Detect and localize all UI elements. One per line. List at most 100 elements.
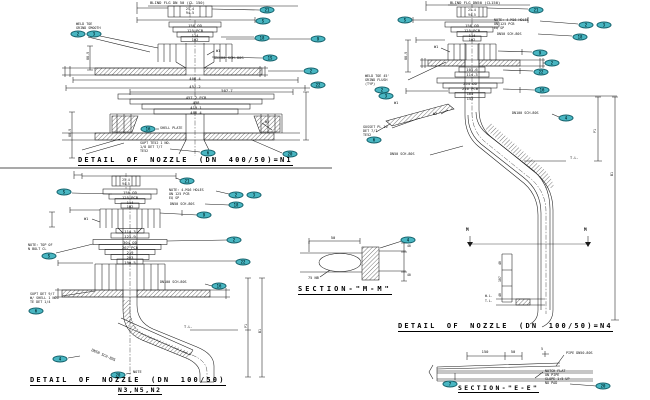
item-balloon-number: 18 [577, 34, 583, 39]
item-balloon[interactable]: 6 [28, 307, 44, 315]
dim-label: 102 [191, 37, 199, 42]
dim-label: 507.7 [221, 87, 233, 93]
item-balloon[interactable]: 3 [246, 191, 262, 199]
dim-label: 406.4 [190, 109, 202, 115]
dim-label: W.L. [485, 294, 493, 298]
item-balloon[interactable]: 21 [179, 177, 195, 185]
item-balloon[interactable]: 2 [228, 191, 244, 199]
item-balloon-number: 22 [240, 259, 246, 264]
dim-label: B1 [610, 171, 614, 176]
dim-label: 254 OD [463, 81, 477, 86]
dim-label: 406.4 [189, 75, 201, 81]
title-section-mm: SECTION-"M-M" [298, 285, 392, 295]
dim-label: NOTE: 4-M16 HOLES [169, 188, 204, 192]
item-balloon[interactable]: 2 [303, 67, 319, 75]
item-balloon[interactable]: 2 [70, 30, 86, 38]
dim-label: GRIND FLUSH [365, 78, 388, 82]
item-balloon-number: 2 [234, 192, 238, 197]
item-balloon[interactable]: 16 [140, 125, 156, 133]
dim-label: DN50 SCH-80S [390, 152, 415, 156]
dim-label: W2 [433, 112, 438, 116]
item-balloon[interactable]: 18 [228, 201, 244, 209]
item-balloon-number: 20 [600, 383, 606, 388]
item-balloon[interactable]: 18 [254, 34, 270, 42]
dim-label: 1/8 DET 7/7 [140, 145, 163, 149]
item-balloon-number: 5 [62, 189, 66, 194]
item-balloon[interactable]: 2 [578, 21, 594, 29]
item-balloon-number: 20 [115, 372, 121, 377]
item-balloon-number: 3 [92, 31, 96, 36]
title-section-ee: SECTION-"E-E" [458, 384, 540, 394]
dim-label: DN50 SCH-80S [90, 348, 117, 363]
dim-label: 50 [510, 349, 516, 354]
dim-label: 438 [192, 100, 200, 105]
item-balloon[interactable]: 2 [544, 59, 560, 67]
item-balloon[interactable]: 5 [397, 16, 413, 24]
item-balloon[interactable]: 22 [533, 68, 549, 76]
item-balloon[interactable]: 22 [310, 81, 326, 89]
dim-label: 114.3 [466, 72, 478, 77]
title-detail-n3: DETAIL OF NOZZLE (DN 100/50) [30, 376, 226, 386]
dim-label: WELD TOE 45' [365, 74, 390, 78]
section-ee-linework [428, 351, 597, 387]
item-balloon[interactable]: 3 [378, 92, 394, 100]
dim-label: NOTCH FLAT [545, 369, 566, 373]
item-balloon[interactable]: 4 [558, 114, 574, 122]
dim-label: EQ SP [169, 196, 180, 200]
dim-label: 125 PCB [463, 28, 481, 33]
item-balloon[interactable]: 5 [56, 188, 72, 196]
dim-label: NO PAD [545, 381, 558, 385]
dim-label: DN50 SCH-80S [497, 31, 522, 36]
dim-label: 216 PCB [461, 86, 479, 91]
item-balloon[interactable]: 16 [211, 282, 227, 290]
dim-label: 94.5 [468, 12, 476, 17]
dim-label: BLIND FLG DN 50 (CL 150) [150, 0, 205, 5]
item-balloon[interactable]: 15 [262, 54, 278, 62]
item-balloon-number: 22 [315, 82, 321, 87]
dim-label: W1 [265, 120, 270, 124]
dim-label: 25.4 [185, 6, 195, 11]
item-balloon[interactable]: 5 [41, 252, 57, 260]
item-balloon[interactable]: 21 [528, 6, 544, 14]
dim-label: DN100 SCH-80S [160, 280, 187, 284]
item-balloon[interactable]: 6 [200, 149, 216, 157]
item-balloon[interactable]: 4 [52, 355, 68, 363]
item-balloon[interactable]: 20 [282, 150, 298, 158]
dim-label: GRIND SMOOTH [76, 26, 101, 30]
dim-label: M [584, 228, 587, 233]
dim-label: SLOPE 1:5 UP [545, 377, 570, 381]
item-balloon-number: 4 [564, 115, 568, 120]
item-balloon[interactable]: 20 [110, 371, 126, 379]
item-balloon-number: 21 [533, 7, 539, 12]
item-balloon-number: 16 [539, 87, 545, 92]
item-balloon-number: 16 [216, 283, 222, 288]
item-balloon[interactable]: 9 [196, 211, 212, 219]
item-balloon[interactable]: 5 [255, 17, 271, 25]
item-balloon-number: 9 [538, 50, 542, 55]
item-balloon[interactable]: 20 [595, 382, 611, 390]
item-balloon[interactable]: 6 [366, 136, 382, 144]
dim-label: 419.1 [190, 105, 202, 110]
dim-label: 219 [126, 250, 134, 255]
item-balloon[interactable]: 3 [86, 30, 102, 38]
item-balloon[interactable]: 3 [596, 21, 612, 29]
title-detail-n4: DETAIL OF NOZZLE (DN 100/50)=N4 [398, 322, 613, 332]
dim-label: BLIND FLG DN50 (CL150) [450, 0, 501, 5]
item-balloon[interactable]: 16 [534, 86, 550, 94]
item-balloon[interactable]: 7 [442, 380, 458, 388]
section-mm-linework [300, 238, 407, 282]
item-balloon[interactable]: 4 [400, 236, 416, 244]
item-balloon[interactable]: 21 [259, 6, 275, 14]
dim-label: GUSSET PL 10 [363, 125, 388, 129]
item-balloon[interactable]: 9 [310, 35, 326, 43]
dim-label: (TYP) [365, 82, 376, 86]
item-balloon[interactable]: 9 [532, 49, 548, 57]
dim-label: 114.3 [124, 229, 136, 234]
dim-label: M [466, 228, 469, 233]
item-balloon[interactable]: 18 [572, 33, 588, 41]
item-balloon[interactable]: 2 [226, 236, 242, 244]
item-balloon[interactable]: 22 [235, 258, 251, 266]
item-balloon-number: 22 [538, 69, 544, 74]
